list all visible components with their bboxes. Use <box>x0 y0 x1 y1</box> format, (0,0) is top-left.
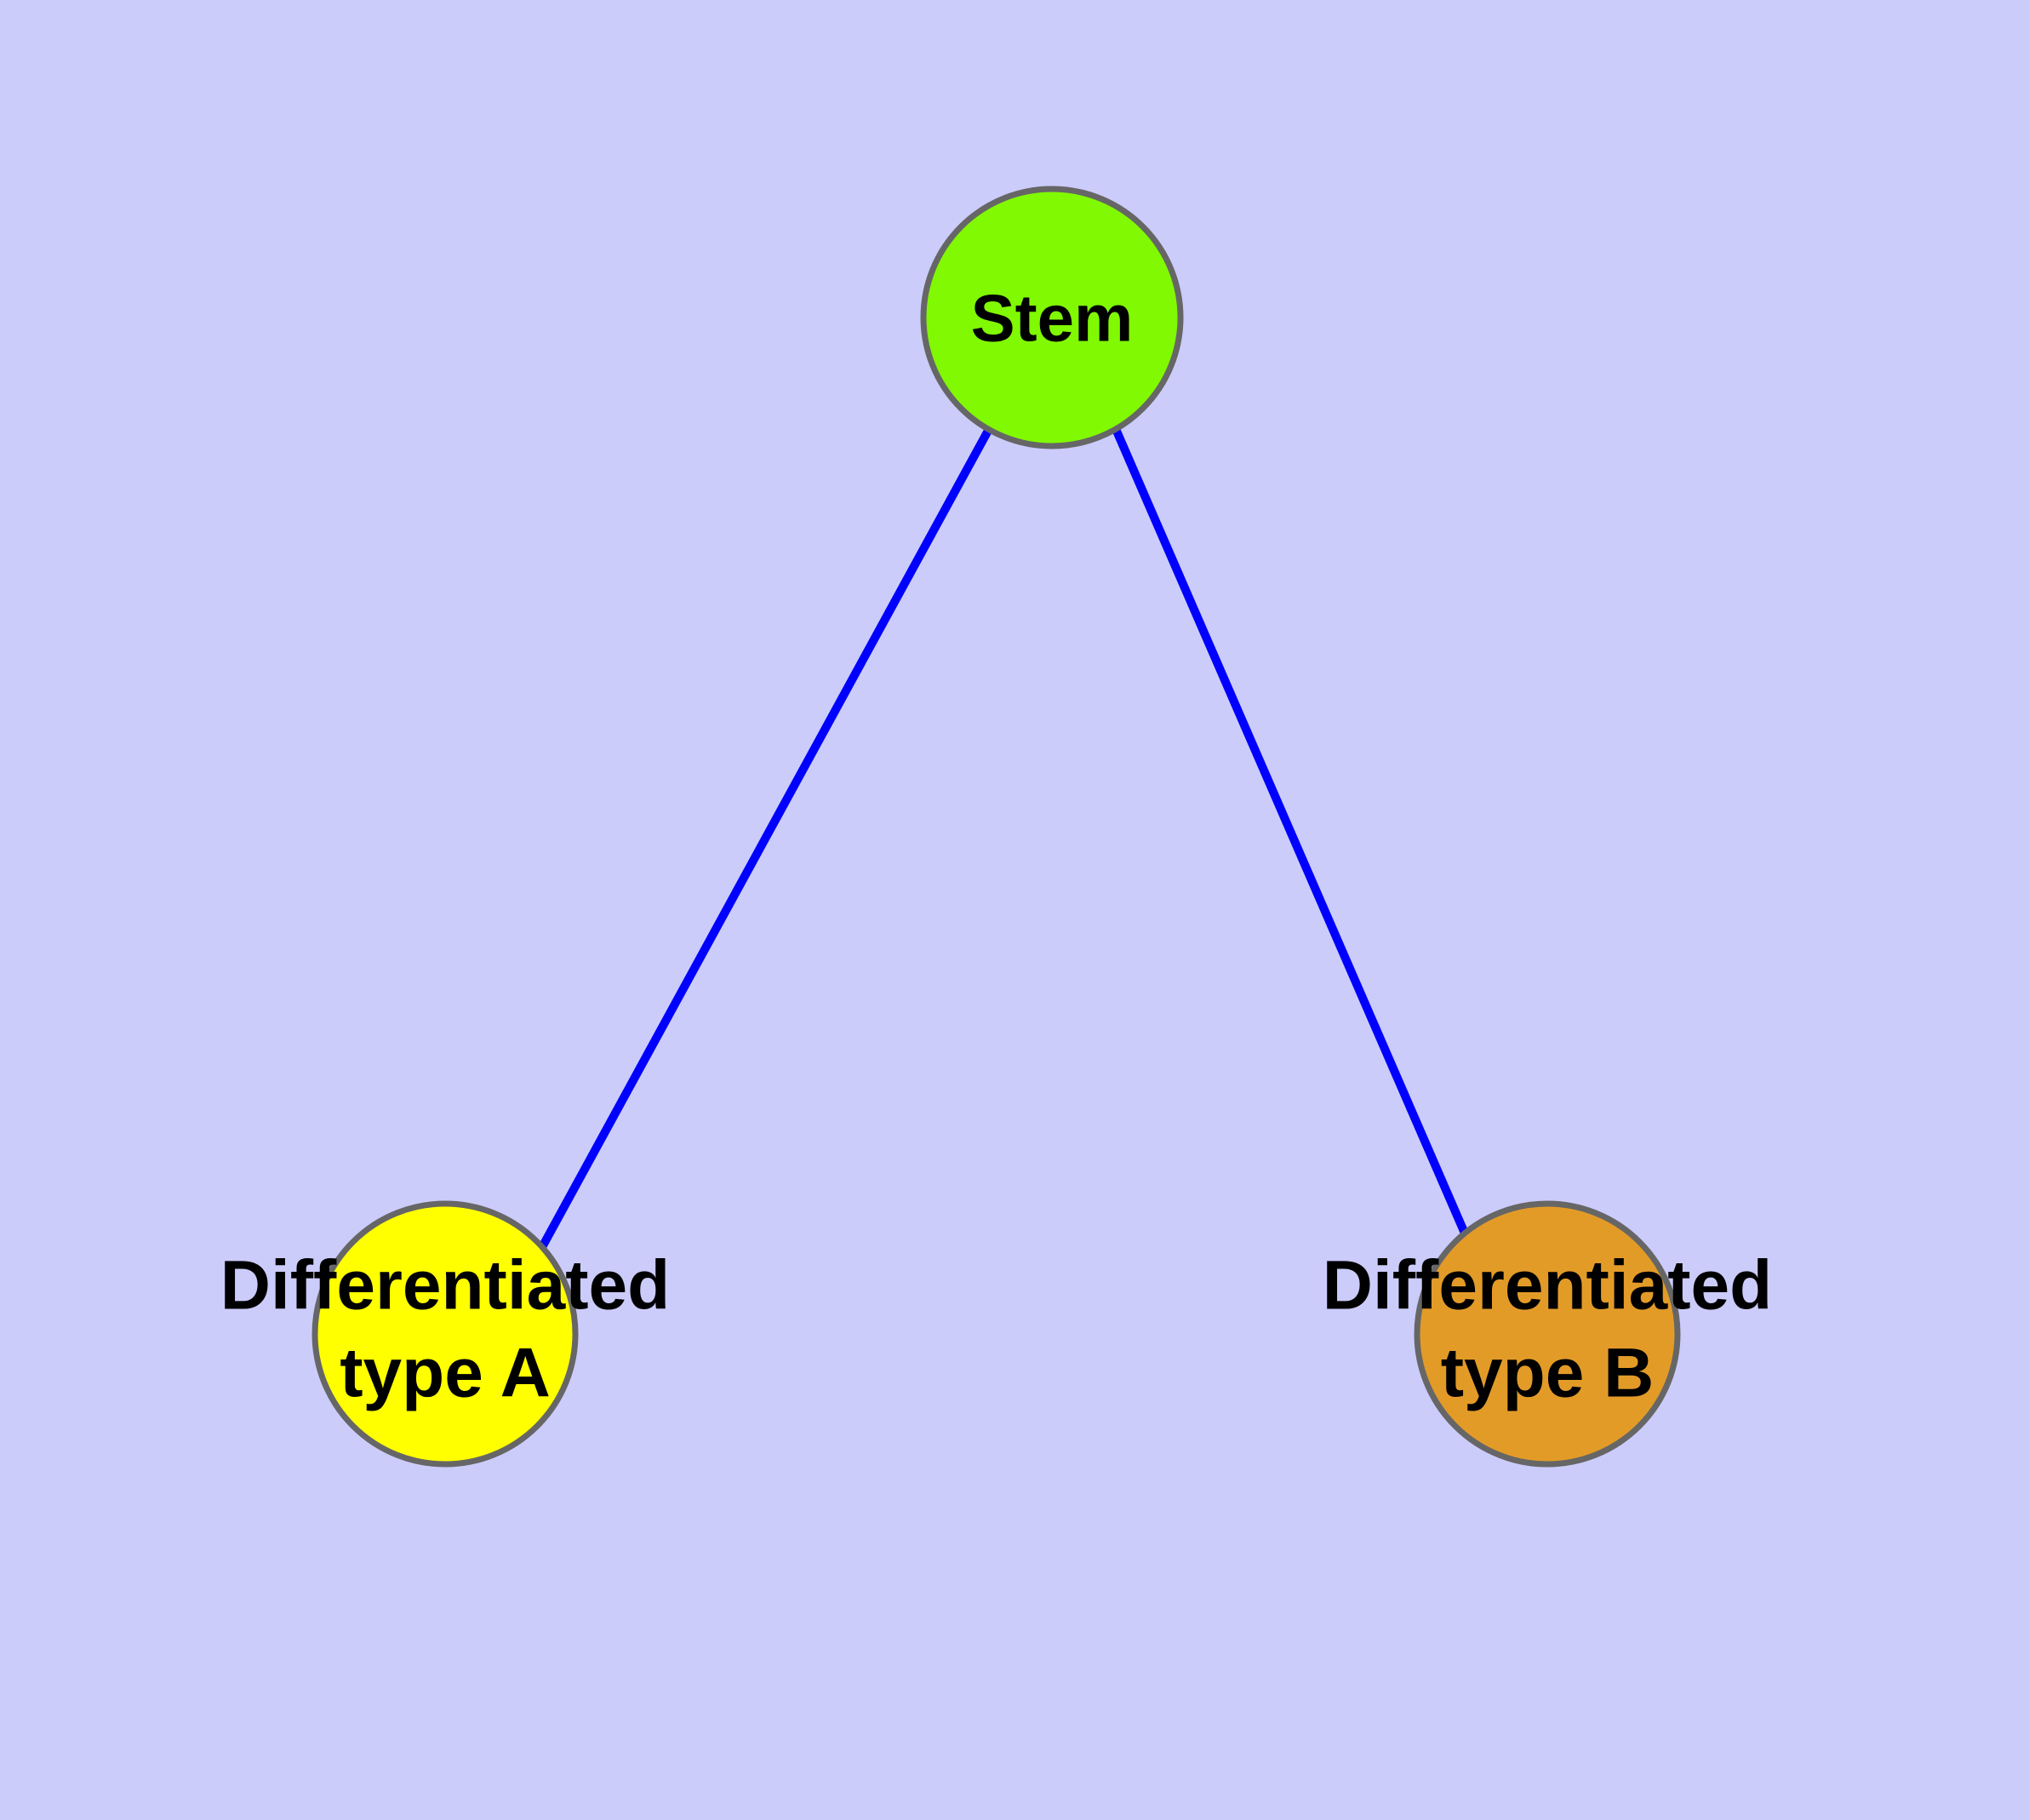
node-label-diff-a: Differentiated type A <box>220 1246 671 1411</box>
node-diff-b[interactable]: Differentiated type B <box>1323 1200 1773 1468</box>
node-label-line: type B <box>1441 1334 1655 1411</box>
node-stem[interactable]: Stem <box>920 186 1184 449</box>
node-label-line: Differentiated <box>1323 1246 1773 1324</box>
node-circle-diff-a[interactable] <box>311 1200 579 1468</box>
node-diff-a[interactable]: Differentiated type A <box>220 1200 671 1468</box>
node-circle-diff-b[interactable] <box>1414 1200 1681 1468</box>
node-label-line: type A <box>340 1334 551 1411</box>
edge-stem-to-diff-a[interactable] <box>538 426 993 1250</box>
edge-stem-to-diff-b[interactable] <box>1112 427 1470 1237</box>
node-label-line: Stem <box>971 280 1134 355</box>
node-label-diff-b: Differentiated type B <box>1323 1246 1773 1411</box>
node-label-line: Differentiated <box>220 1246 671 1324</box>
edges-layer <box>538 426 1470 1250</box>
node-circle-stem[interactable] <box>920 186 1184 449</box>
node-label-stem: Stem <box>971 280 1134 355</box>
